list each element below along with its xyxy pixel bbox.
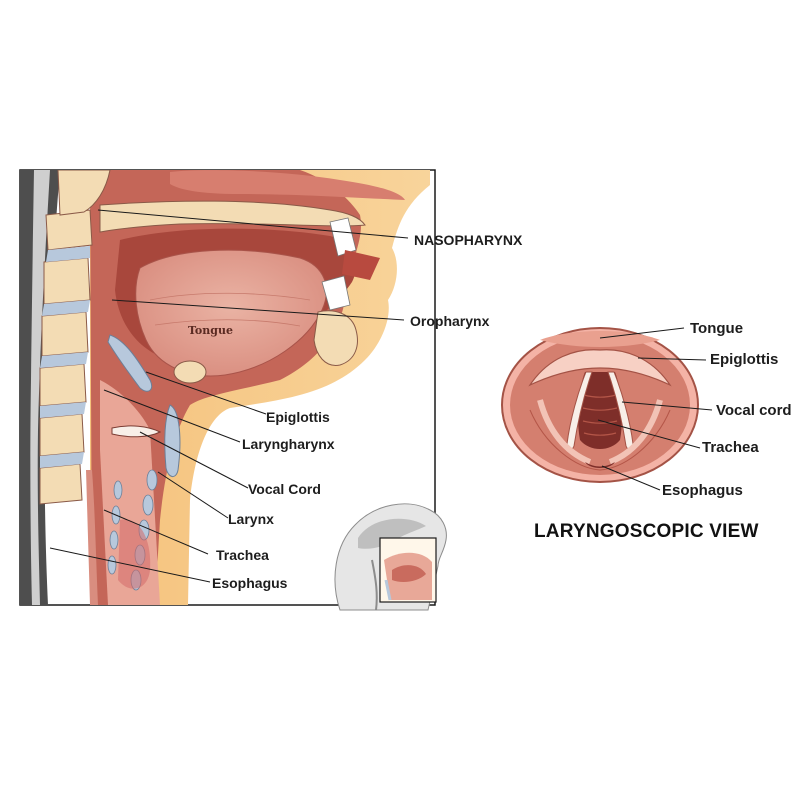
vertebrae	[39, 209, 93, 505]
scope-label-esophagus: Esophagus	[662, 482, 743, 499]
head-inset	[334, 503, 447, 611]
intervertebral-discs	[40, 246, 90, 468]
label-esophagus: Esophagus	[212, 575, 288, 591]
label-epiglottis: Epiglottis	[266, 409, 330, 425]
skull-base	[57, 170, 111, 216]
label-oropharynx: Oropharynx	[410, 313, 490, 329]
laryngoscopic-illustration	[501, 327, 699, 483]
hard-palate	[99, 200, 366, 233]
label-laryngopharynx: Laryngharynx	[242, 436, 335, 452]
scope-tongue	[540, 331, 660, 347]
lip-tissue	[342, 250, 380, 280]
label-vocal-cord: Vocal Cord	[248, 481, 321, 497]
thyroid-cartilage	[164, 404, 181, 477]
scope-label-trachea: Trachea	[702, 439, 759, 456]
scope-esophagus	[585, 462, 615, 468]
thyroid-gland	[118, 519, 151, 589]
label-larynx: Larynx	[228, 511, 274, 527]
scope-label-tongue: Tongue	[690, 320, 744, 337]
sagittal-leader-lines	[49, 209, 409, 583]
scope-leader-lines	[597, 327, 713, 491]
scope-trachea-rings	[582, 394, 618, 436]
hyoid-bone	[173, 360, 207, 384]
esophagus-shape	[86, 470, 98, 605]
lower-teeth	[321, 275, 351, 311]
epiglottis-shape	[107, 334, 153, 392]
laryngoscopic-title: LARYNGOSCOPIC VIEW	[534, 521, 759, 542]
vocal-cords	[111, 425, 162, 438]
mandible	[313, 310, 358, 366]
label-trachea: Trachea	[216, 547, 269, 563]
scope-epiglottis	[528, 349, 672, 387]
tongue	[135, 249, 327, 377]
upper-teeth	[329, 217, 357, 257]
scope-label-vocal-cord: Vocal cord	[716, 402, 792, 419]
label-nasopharynx: NASOPHARYNX	[414, 232, 523, 248]
nasal-cavity	[170, 170, 405, 200]
tongue-label: Tongue	[188, 324, 233, 337]
scope-label-epiglottis: Epiglottis	[710, 351, 779, 368]
